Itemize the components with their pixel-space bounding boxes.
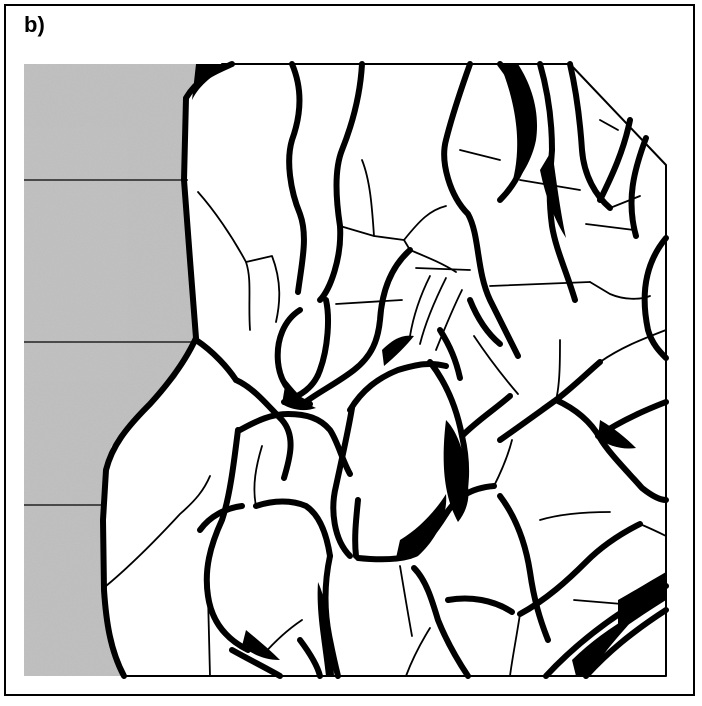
thin-cracks: [106, 120, 666, 676]
speckled-region: [24, 64, 234, 676]
thick-cracks: [196, 64, 666, 676]
